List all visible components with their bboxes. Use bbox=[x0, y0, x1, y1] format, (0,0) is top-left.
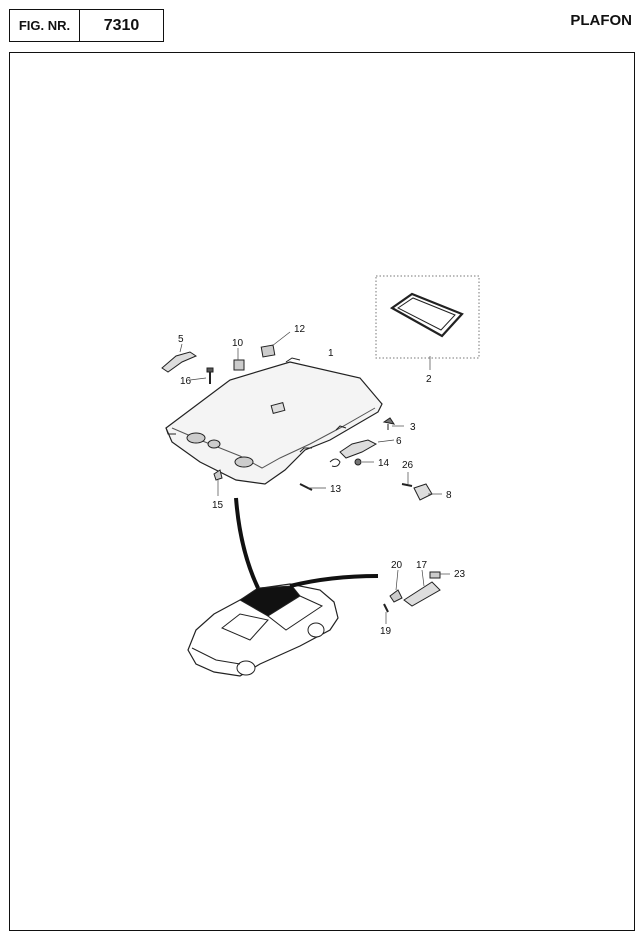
callout-1: 1 bbox=[328, 348, 334, 359]
callout-19: 19 bbox=[380, 626, 392, 637]
lens-part-20 bbox=[389, 589, 403, 603]
cover-part-23 bbox=[429, 571, 441, 579]
clip-part-3 bbox=[382, 417, 396, 430]
callout-10: 10 bbox=[232, 338, 244, 349]
callout-15: 15 bbox=[212, 500, 224, 511]
callout-12: 12 bbox=[294, 324, 306, 335]
callout-17: 17 bbox=[416, 560, 428, 571]
grab-handle-part-6 bbox=[339, 439, 378, 459]
callout-2: 2 bbox=[426, 374, 432, 385]
bolt-part-13 bbox=[299, 458, 341, 491]
callout-6: 6 bbox=[396, 436, 402, 447]
grab-handle-part-5 bbox=[161, 351, 198, 373]
callout-13: 13 bbox=[330, 484, 342, 495]
dome-light-part-17 bbox=[403, 581, 441, 607]
callout-16: 16 bbox=[180, 376, 192, 387]
screw-part-16 bbox=[206, 367, 214, 384]
clip-part-10 bbox=[233, 359, 245, 371]
figure-number-box: FIG. NR. 7310 bbox=[9, 9, 164, 42]
callout-3: 3 bbox=[410, 422, 416, 433]
figure-number: 7310 bbox=[103, 16, 140, 34]
cap-part-12 bbox=[260, 344, 276, 358]
callout-26: 26 bbox=[402, 460, 414, 471]
bracket-part-8 bbox=[413, 483, 433, 501]
car-outline bbox=[187, 583, 339, 677]
page-title: PLAFON bbox=[570, 12, 632, 29]
headliner-panel bbox=[165, 357, 383, 485]
callout-14: 14 bbox=[378, 458, 390, 469]
clip-part-15 bbox=[213, 469, 223, 481]
figure-label: FIG. NR. bbox=[10, 10, 80, 41]
diagram-frame bbox=[9, 52, 635, 931]
callout-5: 5 bbox=[178, 334, 184, 345]
sunroof-seal-inset bbox=[375, 275, 480, 359]
bulb-part-19 bbox=[383, 603, 389, 613]
callout-8: 8 bbox=[446, 490, 452, 501]
callout-20: 20 bbox=[391, 560, 403, 571]
callout-23: 23 bbox=[454, 569, 466, 580]
nut-part-14 bbox=[354, 458, 362, 466]
screw-part-26 bbox=[401, 483, 413, 487]
